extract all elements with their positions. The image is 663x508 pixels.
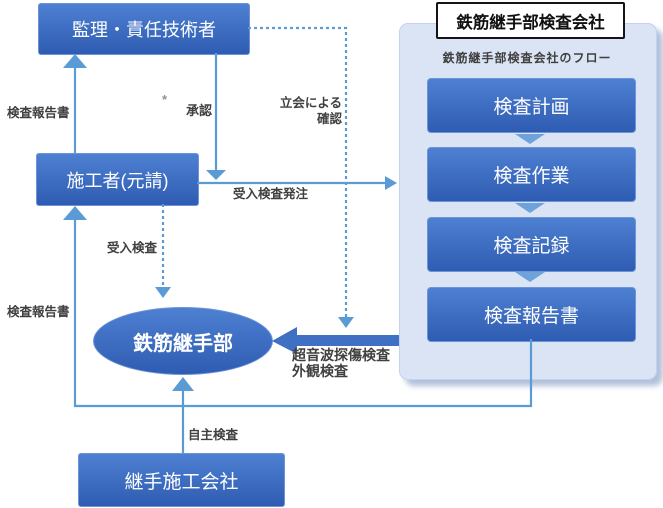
step-inspection-record: 検査記録 (427, 217, 636, 272)
step-arrow-down-icon (515, 203, 545, 213)
arrow-acceptance-inspection-dotted (155, 204, 171, 298)
step-inspection-report: 検査報告書 (427, 287, 636, 342)
label-approval: 承認 (186, 103, 213, 118)
label-witness-line2: 確認 (316, 112, 342, 126)
label-report-to-supervisor: 検査報告書 (7, 106, 70, 120)
label-acceptance-inspection: 受入検査 (107, 241, 158, 255)
label-ultrasonic-inspection: 超音波探傷検査 (292, 347, 390, 363)
label-visual-inspection: 外観検査 (292, 363, 348, 379)
label-witness-line1: 立会による (279, 96, 342, 110)
arrow-report-to-supervisor (63, 54, 87, 153)
step-inspection-plan: 検査計画 (427, 78, 636, 133)
label-report-to-contractor: 検査報告書 (7, 305, 70, 319)
step-arrow-down-icon (515, 134, 545, 144)
label-inspection-order: 受入検査発注 (233, 187, 309, 201)
label-self-inspection: 自主検査 (188, 428, 239, 442)
node-rebar-joint: 鉄筋継手部 (93, 307, 273, 375)
step-arrow-down-icon (515, 272, 545, 282)
panel-title: 鉄筋継手部検査会社 (436, 2, 625, 39)
arrow-witness-confirmation-dotted (248, 26, 354, 328)
step-inspection-work: 検査作業 (427, 147, 636, 202)
node-joint-company: 継手施工会社 (78, 453, 285, 507)
panel-subtitle: 鉄筋継手部検査会社のフロー (442, 51, 612, 65)
asterisk-mark: * (162, 92, 168, 107)
node-contractor: 施工者(元請) (36, 153, 199, 206)
node-supervisor: 監理・責任技術者 (38, 3, 250, 55)
